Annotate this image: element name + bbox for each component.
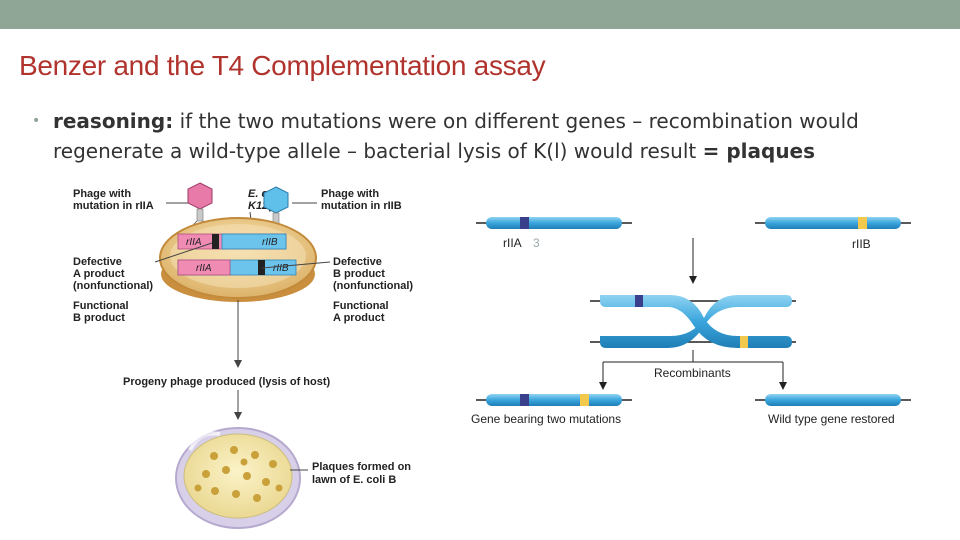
- chrom1-label-a: rIIA: [186, 237, 202, 248]
- label-b-fragment: 3: [533, 236, 540, 250]
- bullet-icon: •: [32, 113, 41, 129]
- chrom2-label-b: rIIB: [273, 263, 289, 274]
- label-riia: rIIA: [503, 236, 522, 250]
- chromosome-2: rIIA rIIB: [177, 259, 297, 276]
- bullet-lead: reasoning:: [53, 109, 174, 133]
- chrom1-label-b: rIIB: [262, 237, 278, 248]
- label-recombinants: Recombinants: [654, 366, 731, 380]
- crossover-chromosomes: [590, 295, 796, 348]
- label-phage-riib-1: Phage with: [321, 188, 379, 200]
- wild-type-chromosome: [755, 394, 911, 406]
- right-figure: rIIA 3 rIIB Recombinants: [471, 217, 911, 426]
- parent-chromosome-a: [476, 217, 632, 229]
- label-func-b-1: Functional: [73, 300, 129, 312]
- bullet-point: • reasoning: if the two mutations were o…: [32, 106, 912, 166]
- label-progeny: Progeny phage produced (lysis of host): [123, 376, 331, 388]
- label-func-a-2: A product: [333, 312, 385, 324]
- label-func-b-2: B product: [73, 312, 125, 324]
- label-phage-riia-1: Phage with: [73, 188, 131, 200]
- label-def-a-3: (nonfunctional): [73, 280, 153, 292]
- bullet-tail: = plaques: [702, 139, 816, 163]
- label-riib: rIIB: [852, 237, 871, 251]
- label-phage-riia-2: mutation in rIIA: [73, 200, 154, 212]
- petri-dish: [175, 427, 301, 529]
- parent-chromosome-b: [755, 217, 911, 229]
- label-def-a-1: Defective: [73, 256, 122, 268]
- top-bar: [0, 0, 960, 29]
- label-phage-riib-2: mutation in rIIB: [321, 200, 402, 212]
- label-plaques-1: Plaques formed on: [312, 461, 411, 473]
- label-def-b-2: B product: [333, 268, 385, 280]
- label-def-a-2: A product: [73, 268, 125, 280]
- label-plaques-2: lawn of E. coli B: [312, 474, 396, 486]
- left-figure: Phage with mutation in rIIA E. coli K12(…: [73, 182, 413, 529]
- chromosome-1: rIIA rIIB: [177, 233, 287, 250]
- label-two-mutations: Gene bearing two mutations: [471, 412, 621, 426]
- bullet-text: if the two mutations were on different g…: [53, 109, 859, 163]
- label-def-b-3: (nonfunctional): [333, 280, 413, 292]
- slide-title: Benzer and the T4 Complementation assay: [19, 50, 546, 81]
- chrom2-label-a: rIIA: [196, 263, 212, 274]
- label-func-a-1: Functional: [333, 300, 389, 312]
- double-mutant-chromosome: [476, 394, 632, 406]
- label-wild-type: Wild type gene restored: [768, 412, 895, 426]
- label-def-b-1: Defective: [333, 256, 382, 268]
